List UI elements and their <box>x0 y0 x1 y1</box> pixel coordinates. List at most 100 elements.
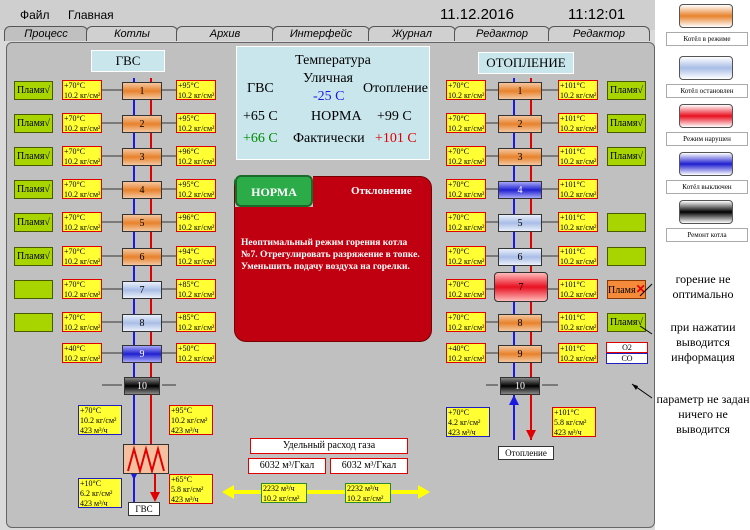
gvs-boiler-7-outlet-pressure: 10.2 кг/см² <box>178 290 215 299</box>
heating-boiler-4[interactable]: 4 <box>498 181 542 199</box>
legend-swatch-1 <box>679 4 733 28</box>
heat-input-summary: +70°С 4.2 кг/см² 423 м³/ч <box>446 407 490 437</box>
gvs-boiler-6-flame[interactable]: Пламя√ <box>14 247 53 266</box>
gvs-boiler-6[interactable]: 6 <box>122 248 162 266</box>
heating-boiler-8-flame[interactable]: Пламя√ <box>607 313 646 332</box>
temperature-panel: Температура ГВС Уличная -25 С Отопление … <box>236 46 430 160</box>
heating-boiler-9-inlet-pressure: 10.2 кг/см² <box>448 354 485 363</box>
temperature-title: Температура <box>295 53 371 68</box>
heating-boiler-7[interactable]: 7 <box>494 272 548 302</box>
gvs-boiler-8-flame[interactable] <box>14 313 53 332</box>
time-display: 11:12:01 <box>568 6 626 23</box>
heating-boiler-10[interactable]: 10 <box>500 377 540 395</box>
heating-boiler-7-inlet-pressure: 10.2 кг/см² <box>448 290 485 299</box>
gvs-boiler-2-outlet-pressure: 10.2 кг/см² <box>178 124 215 133</box>
gvs-boiler-2-inlet-pressure: 10.2 кг/см² <box>64 124 101 133</box>
heating-boiler-8[interactable]: 8 <box>498 314 542 332</box>
heating-boiler-4-inlet-temp: +70°С <box>448 180 470 189</box>
tab-process[interactable]: Процесс <box>4 26 88 41</box>
gvs-boiler-1-flame[interactable]: Пламя√ <box>14 81 53 100</box>
menu-home[interactable]: Главная <box>68 8 114 22</box>
heating-boiler-3-flame[interactable]: Пламя√ <box>607 147 646 166</box>
heating-title: ОТОПЛЕНИЕ <box>478 52 574 74</box>
heating-boiler-2-outlet-pressure: 10.2 кг/см² <box>560 124 597 133</box>
heating-boiler-6-flame[interactable] <box>607 247 646 266</box>
heating-boiler-4-inlet-pressure: 10.2 кг/см² <box>448 190 485 199</box>
heating-boiler-4-outlet-temp: +101°С <box>560 180 586 189</box>
gvs-boiler-4-flame[interactable]: Пламя√ <box>14 180 53 199</box>
tab-boilers[interactable]: Котлы <box>86 26 178 41</box>
menu-file[interactable]: Файл <box>20 8 50 22</box>
heating-boiler-6-outlet-pressure: 10.2 кг/см² <box>560 257 597 266</box>
gvs-boiler-4-inlet-pressure: 10.2 кг/см² <box>64 190 101 199</box>
heating-boiler-6[interactable]: 6 <box>498 248 542 266</box>
gvs-boiler-8[interactable]: 8 <box>122 314 162 332</box>
gvs-boiler-3[interactable]: 3 <box>122 148 162 166</box>
temp-outdoor-label: Уличная <box>303 71 353 86</box>
heating-boiler-2-flame[interactable]: Пламя√ <box>607 114 646 133</box>
tab-editor-2[interactable]: Редактор <box>548 26 650 41</box>
gas-consumption-left: 6032 м³/Гкал <box>248 458 326 474</box>
heating-boiler-9[interactable]: 9 <box>498 345 542 363</box>
gvs-boiler-2[interactable]: 2 <box>122 115 162 133</box>
gvs-boiler-5[interactable]: 5 <box>122 214 162 232</box>
tab-journal[interactable]: Журнал <box>368 26 456 41</box>
gvs-boiler-3-inlet-temp: +70°С <box>64 147 86 156</box>
gvs-boiler-4[interactable]: 4 <box>122 181 162 199</box>
gvs-boiler-8-outlet-temp: +85°С <box>178 313 200 322</box>
flame-label: Пламя <box>608 285 636 296</box>
deviation-panel: НОРМА Отклонение Неоптимальный режим гор… <box>234 175 432 342</box>
gvs-title: ГВС <box>91 50 165 72</box>
date-display: 11.12.2016 <box>440 6 514 23</box>
tab-interface[interactable]: Интерфейс <box>272 26 370 41</box>
norm-status-button[interactable]: НОРМА <box>235 175 313 207</box>
heating-boiler-5-flame[interactable] <box>607 213 646 232</box>
gvs-boiler-9[interactable]: 9 <box>122 345 162 363</box>
heating-boiler-1-flame[interactable]: Пламя√ <box>607 81 646 100</box>
gvs-boiler-2-flame[interactable]: Пламя√ <box>14 114 53 133</box>
gvs-output-temp: +95°С <box>171 406 193 415</box>
gvs-boiler-5-outlet-pressure: 10.2 кг/см² <box>178 223 215 232</box>
heating-boiler-1[interactable]: 1 <box>498 82 542 100</box>
gas-flow-a: 2232 м³/ч 10.2 кг/см² <box>261 483 307 503</box>
gvs-boiler-10[interactable]: 10 <box>124 377 160 395</box>
gas-flow-arrow-right <box>418 485 430 499</box>
heating-boiler-7-flame[interactable]: Пламя✕ <box>607 280 646 299</box>
gvs-boiler-1-outlet-pressure: 10.2 кг/см² <box>178 91 215 100</box>
tab-archive[interactable]: Архив <box>176 26 274 41</box>
heating-boiler-2[interactable]: 2 <box>498 115 542 133</box>
gvs-boiler-7-flame[interactable] <box>14 280 53 299</box>
gvs-supply-flow: 423 м³/ч <box>171 495 199 504</box>
actual-gvs-value: +66 С <box>243 131 278 146</box>
gvs-boiler-1[interactable]: 1 <box>122 82 162 100</box>
heating-boiler-3[interactable]: 3 <box>498 148 542 166</box>
heating-boiler-1-inlet-temp: +70°С <box>448 81 470 90</box>
heat-exchanger[interactable] <box>123 444 169 474</box>
gvs-boiler-7-outlet-temp: +85°С <box>178 280 200 289</box>
legend-swatch-2 <box>679 56 733 80</box>
heating-boiler-9-outlet-pressure: 10.2 кг/см² <box>560 354 597 363</box>
gvs-return-summary: +10°С 6.2 кг/см² 423 м³/ч <box>78 478 122 508</box>
gvs-hot-arrow <box>150 492 160 502</box>
gas-flow-a-rate: 2232 м³/ч <box>263 484 295 493</box>
gvs-boiler-5-outlet-temp: +96°С <box>178 213 200 222</box>
gvs-return-flow: 423 м³/ч <box>80 499 108 508</box>
gvs-boiler-3-flame[interactable]: Пламя√ <box>14 147 53 166</box>
heating-boiler-9-outlet-temp: +101°С <box>560 344 586 353</box>
heating-boiler-6-inlet-pressure: 10.2 кг/см² <box>448 257 485 266</box>
heating-boiler-2-inlet-temp: +70°С <box>448 114 470 123</box>
gas-flow-arrow-left <box>222 485 234 499</box>
heating-boiler-5[interactable]: 5 <box>498 214 542 232</box>
heating-boiler-2-outlet-temp: +101°С <box>560 114 586 123</box>
gvs-boiler-7[interactable]: 7 <box>122 281 162 299</box>
gvs-boiler-5-flame[interactable]: Пламя√ <box>14 213 53 232</box>
gvs-boiler-3-outlet-temp: +96°С <box>178 147 200 156</box>
